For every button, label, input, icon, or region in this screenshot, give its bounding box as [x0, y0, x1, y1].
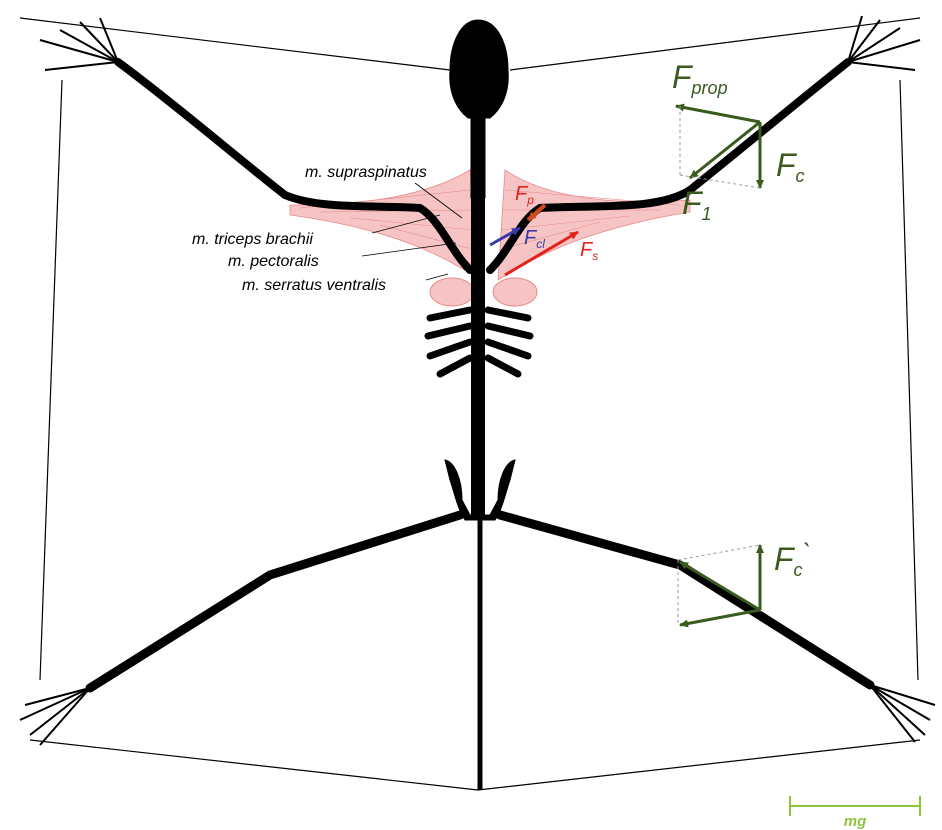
f-prop-sub: prop	[691, 78, 728, 98]
left-foot	[20, 688, 90, 745]
label-supraspinatus: m. supraspinatus	[305, 164, 427, 181]
label-triceps-brachii: m. triceps brachii	[192, 231, 313, 248]
skull	[450, 20, 509, 118]
membrane-outline	[20, 18, 920, 790]
right-foot	[870, 685, 935, 742]
right-hindlimb	[500, 515, 870, 685]
f-cl-sub: cl	[536, 237, 545, 251]
neck	[471, 118, 485, 198]
hindlimb-force-vectors	[678, 545, 760, 625]
left-hand	[40, 18, 118, 70]
f-c-sub: c	[796, 166, 805, 186]
force-label-f-prop: Fprop	[672, 59, 728, 98]
label-serratus-ventralis: m. serratus ventralis	[242, 277, 386, 294]
force-label-f-c: Fc	[776, 147, 805, 186]
f-c-prime-suffix: `	[803, 538, 812, 568]
f-1-sub: 1	[702, 204, 712, 224]
right-hand	[848, 16, 920, 70]
force-label-f-1: F1	[682, 185, 712, 224]
force-label-f-c-prime: Fc`	[774, 538, 811, 580]
f-p-sub: p	[526, 193, 534, 207]
f-c-prime-sub: c	[794, 560, 803, 580]
f-s-sub: s	[592, 249, 598, 263]
label-pectoralis: m. pectoralis	[228, 253, 319, 270]
scale-bar-label: mg	[844, 813, 867, 830]
left-hindlimb	[90, 515, 460, 688]
force-label-f-s: Fs	[580, 239, 598, 263]
scale-bar: mg	[790, 796, 920, 830]
skeleton	[20, 16, 935, 790]
